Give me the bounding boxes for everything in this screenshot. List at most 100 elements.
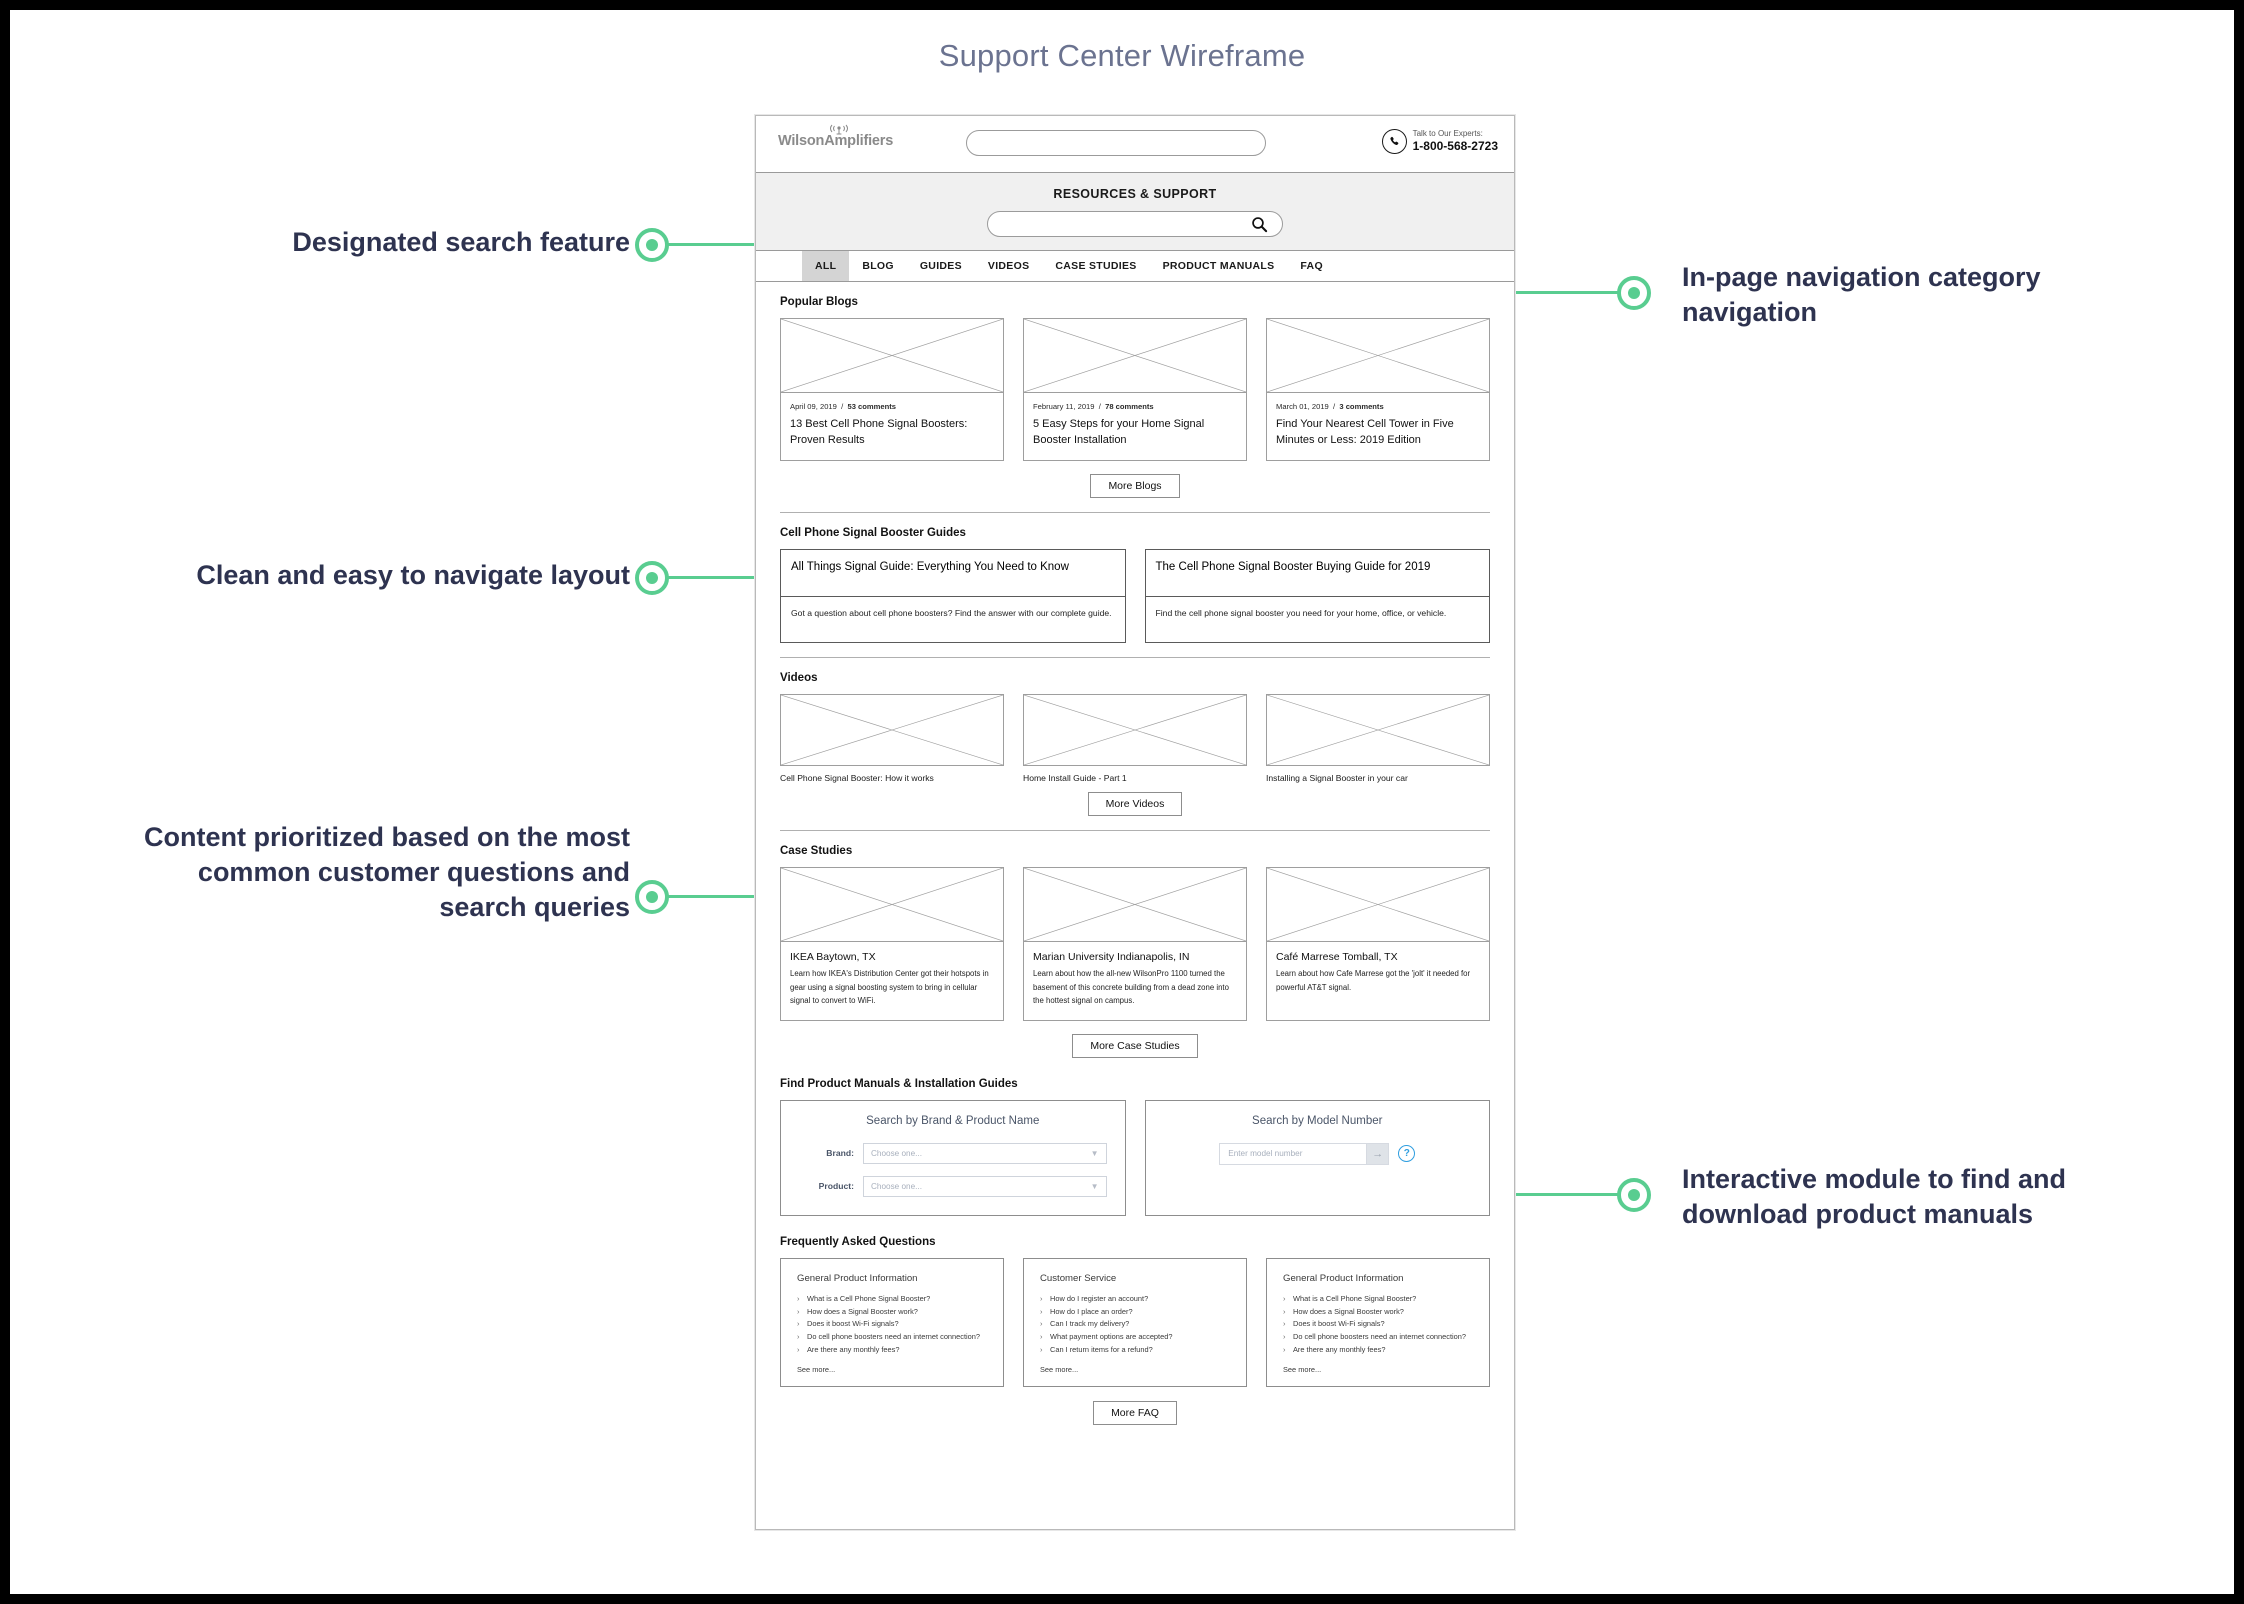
blog-meta: March 01, 2019 / 3 comments <box>1276 402 1384 411</box>
video-caption: Installing a Signal Booster in your car <box>1266 772 1408 783</box>
faq-question[interactable]: Are there any monthly fees? <box>1283 1344 1473 1357</box>
blog-date: April 09, 2019 <box>790 402 837 411</box>
annotation-content-priority: Content prioritized based on the most co… <box>143 822 630 923</box>
annotation-marker-content <box>635 880 669 914</box>
brand-select-value: Choose one... <box>871 1148 922 1158</box>
guide-desc: Find the cell phone signal booster you n… <box>1155 607 1447 618</box>
faq-question[interactable]: Does it boost Wi-Fi signals? <box>797 1318 987 1331</box>
site-search-input[interactable] <box>966 130 1266 156</box>
annotation-inpage-nav: In-page navigation category navigation <box>1682 262 2041 328</box>
section-product-manuals: Find Product Manuals & Installation Guid… <box>780 1058 1490 1216</box>
faq-question[interactable]: Are there any monthly fees? <box>797 1344 987 1357</box>
more-faq-button[interactable]: More FAQ <box>1093 1401 1177 1426</box>
case-study-title: IKEA Baytown, TX <box>790 950 876 963</box>
faq-question[interactable]: How do I register an account? <box>1040 1293 1230 1306</box>
see-more-link[interactable]: See more... <box>1283 1365 1322 1375</box>
page-title: Support Center Wireframe <box>938 38 1306 73</box>
resources-heading: RESOURCES & SUPPORT <box>1053 187 1217 201</box>
see-more-link[interactable]: See more... <box>1040 1365 1079 1375</box>
tab-guides[interactable]: GUIDES <box>919 260 962 272</box>
faq-question[interactable]: Does it boost Wi-Fi signals? <box>1283 1318 1473 1331</box>
tab-blog[interactable]: BLOG <box>862 260 894 272</box>
model-number-placeholder: Enter model number <box>1228 1149 1303 1159</box>
site-logo[interactable]: WilsonAmplifiers <box>778 124 894 149</box>
video-placeholder <box>780 693 1004 766</box>
video-card[interactable]: Home Install Guide - Part 1 <box>1023 693 1247 783</box>
case-study-card[interactable]: Café Marrese Tomball, TX Learn about how… <box>1266 866 1490 1021</box>
faq-question[interactable]: Do cell phone boosters need an internet … <box>1283 1331 1473 1344</box>
see-more-link[interactable]: See more... <box>797 1365 836 1375</box>
logo-text: WilsonAmplifiers <box>778 133 894 149</box>
guide-title: The Cell Phone Signal Booster Buying Gui… <box>1145 550 1489 597</box>
phone-block[interactable]: Talk to Our Experts: 1-800-568-2723 <box>1381 129 1498 154</box>
faq-question[interactable]: Can I track my delivery? <box>1040 1318 1230 1331</box>
faq-question[interactable]: What payment options are accepted? <box>1040 1331 1230 1344</box>
annotation-marker-manuals <box>1617 1178 1651 1212</box>
blog-card[interactable]: April 09, 2019 / 53 comments 13 Best Cel… <box>780 318 1004 461</box>
tab-product-manuals[interactable]: PRODUCT MANUALS <box>1162 260 1275 272</box>
section-popular-blogs: Popular Blogs April 09, 2019 / 53 commen… <box>780 282 1490 513</box>
section-title-manuals: Find Product Manuals & Installation Guid… <box>780 1077 1018 1090</box>
video-card[interactable]: Installing a Signal Booster in your car <box>1266 693 1490 783</box>
phone-label: Talk to Our Experts: <box>1412 129 1483 139</box>
blog-title: 5 Easy Steps for your Home Signal Booste… <box>1033 418 1205 446</box>
annotation-manuals-module: Interactive module to find and download … <box>1682 1164 2067 1230</box>
product-select-value: Choose one... <box>871 1181 922 1191</box>
question-mark-icon[interactable]: ? <box>1398 1145 1416 1163</box>
faq-card-title: General Product Information <box>797 1272 918 1284</box>
case-study-card[interactable]: Marian University Indianapolis, IN Learn… <box>1023 866 1247 1021</box>
blog-card[interactable]: February 11, 2019 / 78 comments 5 Easy S… <box>1023 318 1247 461</box>
tab-all[interactable]: ALL <box>802 251 850 281</box>
search-by-brand-card: Search by Brand & Product Name Brand: Ch… <box>780 1099 1126 1216</box>
faq-question[interactable]: How does a Signal Booster work? <box>797 1306 987 1319</box>
arrow-right-icon[interactable]: → <box>1367 1142 1390 1165</box>
blog-comments: 78 comments <box>1105 402 1154 411</box>
more-blogs-button[interactable]: More Blogs <box>1090 473 1180 498</box>
case-study-title: Marian University Indianapolis, IN <box>1033 950 1190 963</box>
chevron-down-icon: ▼ <box>1090 1148 1099 1158</box>
section-videos: Videos Cell Phone Signal Booster: How it… <box>780 658 1490 831</box>
video-card[interactable]: Cell Phone Signal Booster: How it works <box>780 693 1004 783</box>
case-study-card[interactable]: IKEA Baytown, TX Learn how IKEA's Distri… <box>780 866 1004 1021</box>
tab-case-studies[interactable]: CASE STUDIES <box>1055 260 1137 272</box>
video-caption: Cell Phone Signal Booster: How it works <box>780 772 934 783</box>
tab-faq[interactable]: FAQ <box>1300 260 1323 272</box>
tab-videos[interactable]: VIDEOS <box>987 260 1030 272</box>
faq-question-list: What is a Cell Phone Signal Booster? How… <box>1283 1293 1473 1357</box>
image-placeholder <box>1267 319 1489 393</box>
more-case-studies-button[interactable]: More Case Studies <box>1072 1033 1198 1058</box>
guide-desc: Got a question about cell phone boosters… <box>791 607 1112 618</box>
antenna-signal-icon <box>830 124 848 135</box>
case-study-desc: Learn about how the all-new WilsonPro 11… <box>1033 968 1229 1006</box>
faq-question[interactable]: What is a Cell Phone Signal Booster? <box>797 1293 987 1306</box>
annotation-leader-manuals <box>1440 1193 1620 1196</box>
section-title-faq: Frequently Asked Questions <box>780 1235 936 1248</box>
faq-question[interactable]: How does a Signal Booster work? <box>1283 1306 1473 1319</box>
blog-date: March 01, 2019 <box>1276 402 1329 411</box>
section-title-guides: Cell Phone Signal Booster Guides <box>780 526 966 539</box>
faq-card: General Product Information What is a Ce… <box>780 1257 1004 1388</box>
blog-comments: 3 comments <box>1339 402 1384 411</box>
guide-card[interactable]: All Things Signal Guide: Everything You … <box>780 548 1126 643</box>
video-placeholder <box>1266 693 1490 766</box>
phone-number: 1-800-568-2723 <box>1412 139 1498 154</box>
blog-card[interactable]: March 01, 2019 / 3 comments Find Your Ne… <box>1266 318 1490 461</box>
faq-question[interactable]: How do I place an order? <box>1040 1306 1230 1319</box>
model-number-input[interactable]: Enter model number <box>1219 1142 1368 1165</box>
section-divider <box>780 656 1490 658</box>
product-select[interactable]: Choose one... ▼ <box>863 1175 1107 1197</box>
image-placeholder <box>781 867 1003 942</box>
annotation-leader-nav <box>1450 291 1620 294</box>
faq-question[interactable]: Can I return items for a refund? <box>1040 1344 1230 1357</box>
brand-select[interactable]: Choose one... ▼ <box>863 1142 1107 1164</box>
guide-card[interactable]: The Cell Phone Signal Booster Buying Gui… <box>1144 548 1490 643</box>
faq-question[interactable]: What is a Cell Phone Signal Booster? <box>1283 1293 1473 1306</box>
blog-title: Find Your Nearest Cell Tower in Five Min… <box>1276 418 1454 446</box>
annotation-search-feature: Designated search feature <box>292 227 630 257</box>
faq-question[interactable]: Do cell phone boosters need an internet … <box>797 1331 987 1344</box>
resources-search-input[interactable] <box>987 211 1283 237</box>
guide-title: All Things Signal Guide: Everything You … <box>781 550 1125 597</box>
annotation-marker-nav <box>1617 276 1651 310</box>
section-title-case-studies: Case Studies <box>780 844 853 857</box>
more-videos-button[interactable]: More Videos <box>1087 791 1183 816</box>
